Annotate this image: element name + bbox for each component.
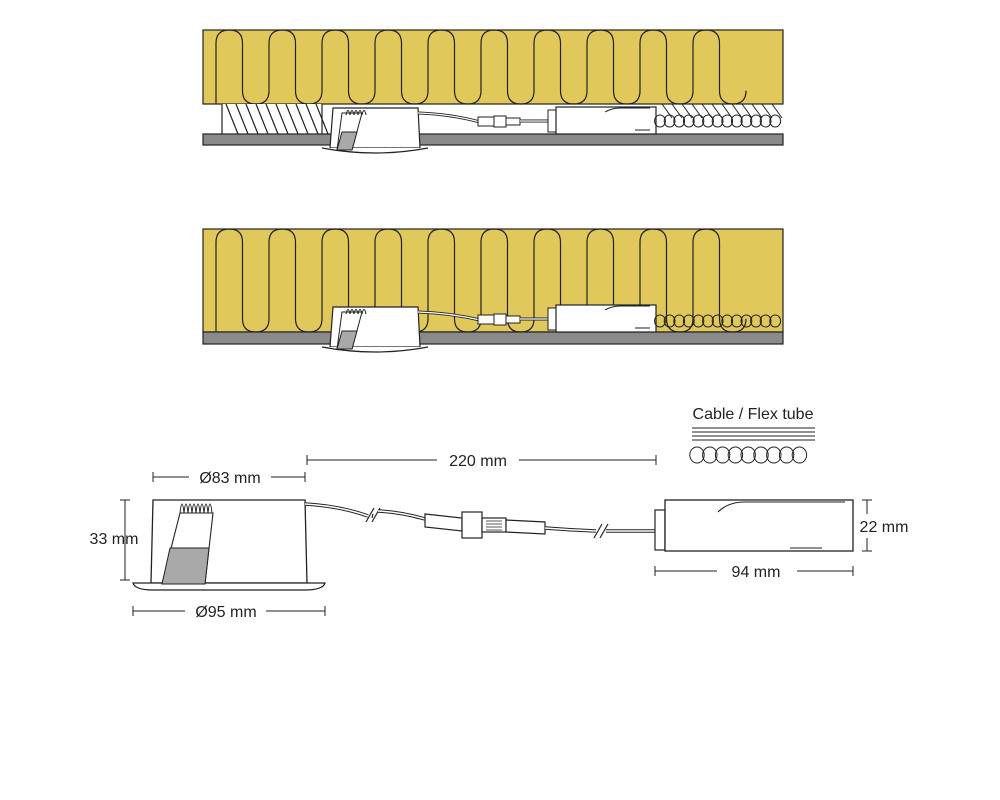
cable	[417, 111, 481, 124]
ceiling-board	[202, 133, 784, 146]
downlight-fixture	[321, 107, 429, 154]
legend-flex-tube-icon	[689, 446, 808, 464]
flex-tube	[654, 114, 782, 128]
legend-label: Cable / Flex tube	[693, 406, 814, 423]
timber-hatching	[221, 103, 329, 135]
cable	[304, 502, 369, 518]
dimension-height: 33 mm	[90, 531, 139, 548]
led-driver	[547, 304, 657, 333]
downlight-fixture	[321, 306, 429, 353]
dimension-inner-diameter: Ø83 mm	[199, 470, 260, 487]
dimension-outer-diameter: Ø95 mm	[195, 604, 256, 621]
legend: Cable / Flex tube	[689, 406, 815, 464]
led-driver-side-view	[654, 499, 854, 552]
right-hatching	[661, 103, 783, 119]
dimension-lines	[120, 455, 872, 616]
dimension-driver-length: 94 mm	[732, 564, 781, 581]
installation-scene-suspended	[202, 29, 784, 154]
connector	[477, 115, 521, 128]
legend-cable-icon	[692, 427, 815, 441]
dimension-driver-height: 22 mm	[860, 519, 909, 536]
cable-connector	[424, 511, 546, 539]
downlight-side-view	[132, 499, 326, 591]
insulation-blanket	[202, 29, 784, 105]
ceiling-board	[202, 331, 784, 345]
led-driver	[547, 106, 657, 135]
dimension-cable-length: 220 mm	[449, 453, 507, 470]
flex-tube	[654, 314, 782, 328]
dimension-drawing	[120, 455, 872, 616]
installation-scene-embedded	[202, 228, 784, 353]
connector	[477, 313, 521, 326]
insulation-pattern	[215, 29, 747, 105]
